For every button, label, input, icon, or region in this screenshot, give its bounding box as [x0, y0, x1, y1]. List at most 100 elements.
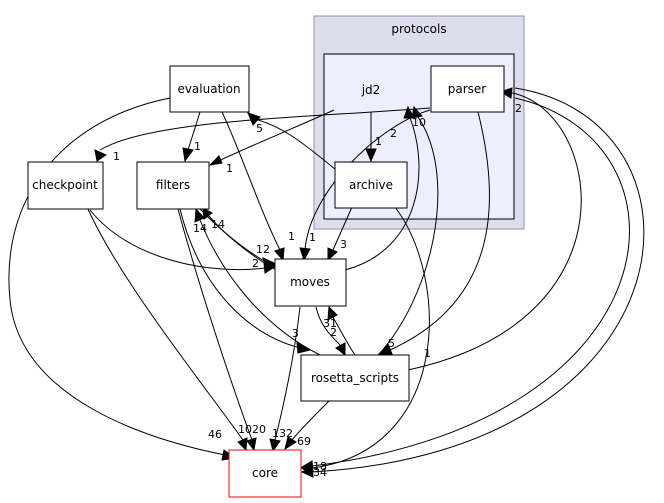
- edge-label: 69: [297, 435, 311, 448]
- edge-label: 18: [313, 460, 327, 473]
- node-filters-box[interactable]: [136, 161, 210, 210]
- edge-arrow: [194, 207, 205, 223]
- edge-label: 1: [226, 162, 233, 175]
- edges: 1 1 1 5 1 1 2 10 2 3: [8, 87, 645, 479]
- edge-rosetta-jd2: [377, 116, 439, 356]
- edge-evaluation-moves: [221, 111, 281, 251]
- edge-arrow: [335, 342, 346, 357]
- node-rosetta-scripts-box[interactable]: [300, 354, 410, 402]
- edge-arrow: [365, 148, 377, 163]
- edge-filters-rosetta: [179, 208, 301, 349]
- node-archive[interactable]: archive: [334, 161, 408, 209]
- edge-label: 20: [252, 423, 266, 436]
- node-moves[interactable]: moves: [274, 258, 347, 307]
- node-evaluation-label: evaluation: [177, 82, 240, 96]
- edge-label: 5: [388, 337, 395, 350]
- edge-arrow: [237, 437, 248, 452]
- node-parser-label: parser: [448, 82, 487, 96]
- edge-arrow: [247, 112, 261, 126]
- edge-parser-checkpoint: [99, 107, 431, 151]
- node-core-box[interactable]: [228, 449, 302, 498]
- edge-checkpoint-core: [87, 208, 244, 441]
- node-parser-box[interactable]: [430, 65, 505, 113]
- edge-label: 31: [323, 317, 337, 330]
- node-checkpoint-box[interactable]: [27, 161, 104, 210]
- edge-arrow: [269, 438, 281, 453]
- edge-rosetta-filters: [199, 219, 321, 356]
- edge-label: 1: [194, 140, 201, 153]
- edge-label: 12: [256, 243, 270, 256]
- edge-rosetta-parser: [407, 92, 582, 371]
- edge-archive-core: [311, 206, 430, 469]
- node-evaluation[interactable]: evaluation: [169, 65, 250, 113]
- edge-arrow: [202, 207, 213, 220]
- edge-evaluation-filters: [187, 111, 201, 151]
- edge-arrow: [327, 305, 338, 321]
- edge-label: 10: [238, 423, 252, 436]
- edge-jd2-filters: [209, 109, 335, 166]
- edge-arrow: [403, 105, 415, 119]
- edge-jd2-core: [311, 87, 645, 473]
- node-filters[interactable]: filters: [136, 161, 210, 210]
- edge-archive-moves: [332, 206, 353, 251]
- edge-label: 2: [252, 257, 259, 270]
- cluster-protocols-label: protocols: [391, 22, 446, 36]
- edge-moves-filters: [207, 214, 277, 271]
- node-moves-box[interactable]: [274, 258, 347, 307]
- edge-arrow: [182, 147, 194, 163]
- node-core-label: core: [252, 466, 278, 480]
- edge-checkpoint-moves: [89, 209, 266, 271]
- edge-label: 1: [113, 150, 120, 163]
- edge-arrow: [499, 87, 513, 99]
- node-filters-label: filters: [156, 178, 190, 192]
- edge-label: 5: [256, 122, 263, 135]
- node-moves-label: moves: [290, 275, 330, 289]
- edge-label: 10: [412, 116, 426, 129]
- edge-label: 1: [424, 347, 431, 360]
- edge-evaluation-core: [8, 97, 226, 456]
- node-core[interactable]: core: [228, 449, 302, 498]
- edge-parser-core: [311, 97, 630, 467]
- edge-label: 14: [193, 222, 207, 235]
- edge-arrow: [299, 247, 311, 262]
- node-rosetta-scripts-label: rosetta_scripts: [311, 371, 399, 385]
- edge-label: 2: [390, 127, 397, 140]
- node-evaluation-box[interactable]: [169, 65, 250, 113]
- cluster-jd2-label[interactable]: jd2: [361, 83, 381, 97]
- edge-rosetta-core: [291, 399, 331, 441]
- edge-moves-rosetta: [315, 306, 341, 346]
- edge-archive-evaluation: [250, 117, 337, 171]
- node-rosetta-scripts[interactable]: rosetta_scripts: [300, 354, 410, 402]
- edge-label: 46: [208, 428, 222, 441]
- edge-label: 14: [211, 218, 225, 231]
- edge-label: 2: [330, 326, 337, 339]
- edge-label: 1: [309, 231, 316, 244]
- edge-moves-core: [274, 306, 301, 441]
- edge-rosetta-moves: [331, 315, 356, 356]
- edge-moves-jd2: [344, 117, 420, 271]
- edge-parser-rosetta: [389, 111, 490, 351]
- node-checkpoint-label: checkpoint: [32, 178, 98, 192]
- edge-label: 1: [375, 135, 382, 148]
- node-parser[interactable]: parser: [430, 65, 505, 113]
- edge-label: 2: [515, 102, 522, 115]
- edge-arrow: [378, 343, 393, 355]
- edge-arrow: [94, 149, 108, 162]
- node-checkpoint[interactable]: checkpoint: [27, 161, 104, 210]
- edge-arrow: [246, 437, 257, 452]
- edge-arrow: [327, 247, 338, 262]
- node-archive-box[interactable]: [334, 161, 408, 209]
- edge-arrow: [208, 155, 223, 166]
- edge-arrow: [300, 466, 314, 478]
- edge-arrow: [274, 247, 285, 262]
- edge-label: 3: [292, 327, 299, 340]
- edge-label: 1: [288, 230, 295, 243]
- edge-label: 3: [340, 238, 347, 251]
- node-archive-label: archive: [349, 178, 393, 192]
- edge-filters-core: [177, 208, 253, 441]
- edge-arrow: [411, 105, 423, 119]
- edge-arrow: [284, 436, 297, 451]
- edge-arrow: [296, 342, 312, 354]
- edge-label: 34: [313, 466, 327, 479]
